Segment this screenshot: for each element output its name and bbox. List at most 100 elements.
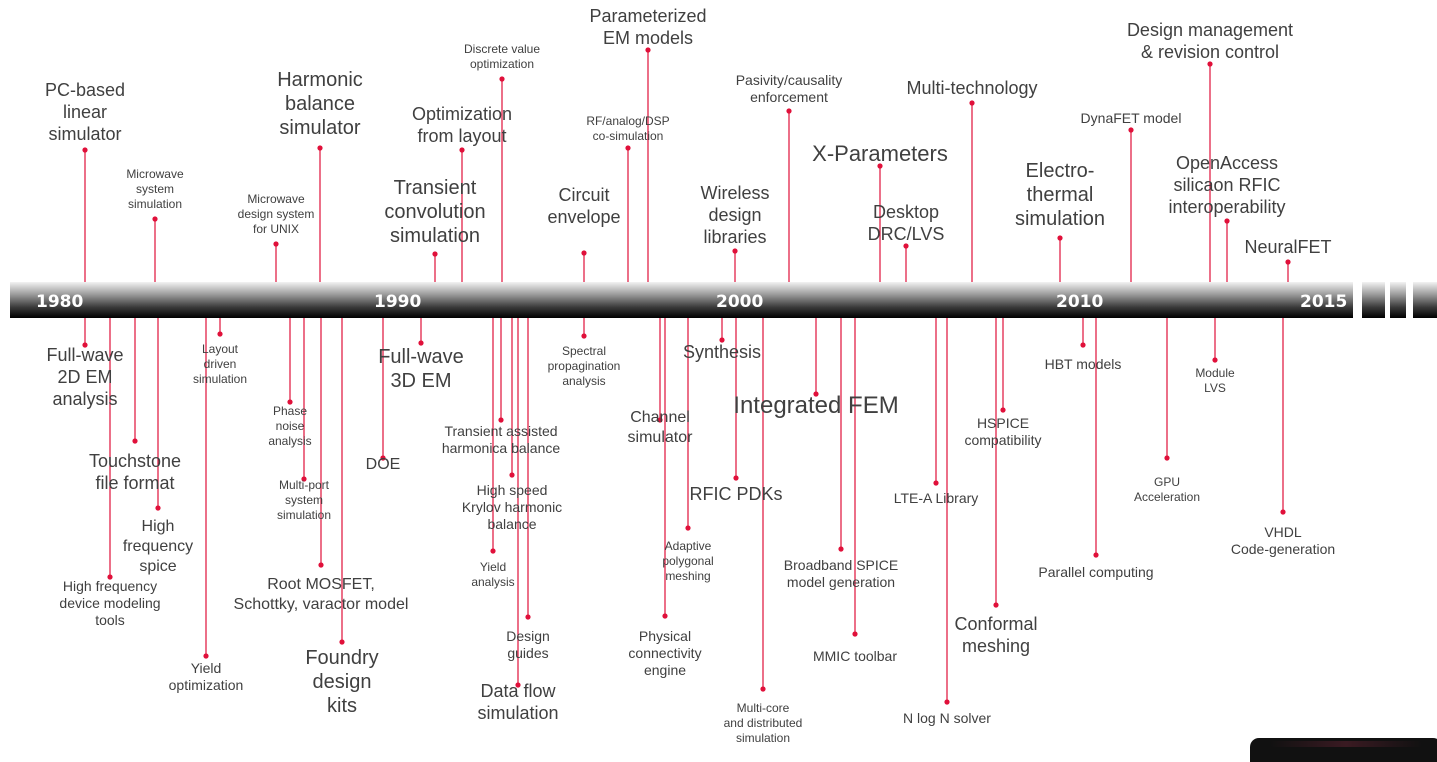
- milestone-label-line: design system: [238, 207, 315, 221]
- milestone-label-line: Synthesis: [683, 342, 761, 362]
- connector-dot-module-lvs: [1212, 357, 1218, 363]
- year-label-2000: 2000: [716, 292, 763, 312]
- milestone-label-line: co-simulation: [593, 129, 664, 143]
- milestone-label-lte-a-library: LTE-A Library: [894, 490, 979, 506]
- connector-dot-transient-assisted-hb: [498, 417, 504, 423]
- connector-dot-multi-core: [760, 686, 766, 692]
- milestone-label-parallel-computing: Parallel computing: [1038, 564, 1153, 580]
- milestone-label-line: model generation: [787, 574, 895, 590]
- milestone-label-line: frequency: [123, 538, 193, 555]
- timeline-continuation-block-2: [1390, 282, 1406, 318]
- milestone-label-line: analysis: [52, 389, 117, 409]
- milestone-label-line: noise: [276, 419, 305, 433]
- connector-dot-rf-analog-dsp: [625, 145, 631, 151]
- milestone-label-line: meshing: [665, 569, 710, 583]
- milestone-label-line: VHDL: [1264, 524, 1302, 540]
- timeline-bar: 1980 1990 2000 2010 2015: [10, 282, 1437, 318]
- connector-dot-gpu-acceleration: [1164, 455, 1170, 461]
- milestone-label-line: 2D EM: [57, 367, 112, 387]
- milestone-label-line: Full-wave: [378, 346, 464, 368]
- milestone-label-line: meshing: [962, 636, 1030, 656]
- connector-dot-high-frequency-spice: [155, 505, 161, 511]
- connector-dot-wireless-design-libraries: [732, 248, 738, 254]
- milestone-label-line: RFIC PDKs: [689, 484, 782, 504]
- connector-dot-parallel-computing: [1093, 552, 1099, 558]
- milestone-label-line: GPU: [1154, 475, 1180, 489]
- milestone-label-line: system: [285, 493, 323, 507]
- milestone-label-line: optimization: [169, 677, 244, 693]
- milestone-label-line: Wireless: [700, 183, 769, 203]
- milestone-label-line: DOE: [366, 456, 401, 473]
- milestone-label-line: DRC/LVS: [868, 224, 945, 244]
- milestone-label-line: NeuralFET: [1244, 237, 1331, 257]
- milestone-label-line: tools: [95, 612, 125, 628]
- milestone-label-dynafet: DynaFET model: [1081, 110, 1182, 126]
- milestone-label-integrated-fem: Integrated FEM: [733, 392, 898, 419]
- milestone-label-line: simulator: [628, 429, 694, 446]
- milestone-label-line: Channel: [630, 409, 690, 426]
- connector-dot-x-parameters: [877, 163, 883, 169]
- milestone-label-line: analysis: [471, 575, 514, 589]
- milestone-label-line: thermal: [1027, 184, 1094, 206]
- milestone-label-line: connectivity: [628, 645, 701, 661]
- milestone-label-mmic-toolbar: MMIC toolbar: [813, 648, 897, 664]
- milestone-label-line: Parameterized: [589, 6, 706, 26]
- milestone-label-design-management: Design management& revision control: [1127, 20, 1293, 62]
- year-label-2010: 2010: [1056, 292, 1103, 312]
- connector-dot-neuralfet: [1285, 259, 1291, 265]
- milestone-label-line: 3D EM: [390, 370, 451, 392]
- connector-dot-electro-thermal: [1057, 235, 1063, 241]
- milestone-label-line: Acceleration: [1134, 490, 1200, 504]
- milestone-label-line: Krylov harmonic: [462, 499, 562, 515]
- milestone-label-line: convolution: [384, 201, 485, 223]
- connector-dot-doe: [380, 455, 386, 461]
- milestone-label-line: Transient assisted: [444, 423, 557, 439]
- milestone-label-line: kits: [327, 695, 357, 717]
- milestone-label-n-log-n-solver: N log N solver: [903, 710, 991, 726]
- connector-dot-channel-simulator: [657, 417, 663, 423]
- milestone-label-line: LTE-A Library: [894, 490, 979, 506]
- connector-dot-mmic-toolbar: [852, 631, 858, 637]
- connector-dot-data-flow-simulation: [515, 682, 521, 688]
- milestone-label-line: design: [313, 671, 372, 693]
- milestone-label-line: Circuit: [558, 185, 609, 205]
- milestone-label-line: Phase: [273, 404, 307, 418]
- connector-dot-hf-device-modeling: [107, 574, 113, 580]
- milestone-label-line: Transient: [394, 177, 477, 199]
- milestone-label-line: simulator: [48, 124, 121, 144]
- connector-dot-physical-connectivity: [662, 613, 668, 619]
- milestone-label-line: Optimization: [412, 104, 512, 124]
- connector-dot-hspice-compat: [1000, 407, 1006, 413]
- milestone-label-line: simulator: [279, 117, 360, 139]
- milestone-label-line: driven: [204, 357, 237, 371]
- connector-dot-design-guides: [525, 614, 531, 620]
- milestone-label-line: MMIC toolbar: [813, 648, 897, 664]
- connector-dot-n-log-n-solver: [944, 699, 950, 705]
- timeline-continuation-block-3: [1413, 282, 1437, 318]
- connector-dot-integrated-fem: [813, 391, 819, 397]
- milestone-label-line: Foundry: [305, 647, 378, 669]
- milestone-label-line: Full-wave: [46, 345, 123, 365]
- connector-dot-yield-optimization: [203, 653, 209, 659]
- milestone-label-line: and distributed: [724, 716, 803, 730]
- milestone-label-line: Harmonic: [277, 69, 363, 91]
- milestone-label-line: analysis: [562, 374, 605, 388]
- milestone-label-line: EM models: [603, 28, 693, 48]
- milestone-label-line: Conformal: [954, 614, 1037, 634]
